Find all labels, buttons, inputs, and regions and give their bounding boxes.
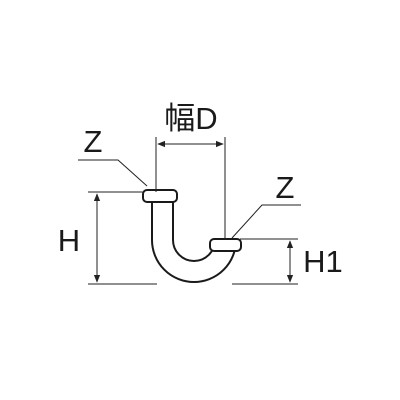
height-outlet-dimension: H1: [232, 238, 343, 285]
left-nut-leader: [78, 159, 148, 187]
width-dimension: 幅D: [155, 101, 226, 240]
right-nut-leader: [231, 204, 301, 239]
width-label: 幅D: [164, 101, 217, 136]
pipe-inner-contour: [172, 200, 216, 262]
height-outlet-label: H1: [303, 244, 343, 279]
left-nut-label: Z: [84, 124, 103, 159]
right-nut: [209, 238, 242, 252]
left-nut-callout: Z: [78, 124, 148, 187]
height-label: H: [58, 223, 80, 258]
pipe-outer-contour: [151, 200, 237, 283]
right-nut-label: Z: [276, 170, 295, 205]
height-dimension: H: [58, 191, 157, 285]
right-nut-callout: Z: [231, 170, 301, 239]
left-nut: [142, 189, 178, 203]
p-trap-pipe: [142, 189, 242, 283]
